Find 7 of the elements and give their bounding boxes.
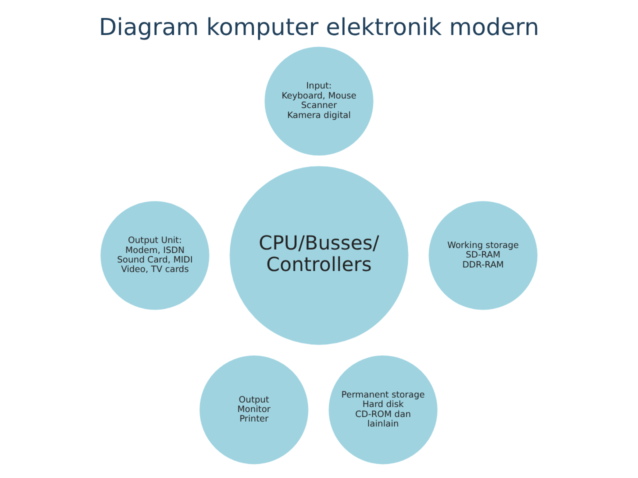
node-circle: Output Unit: Modem, ISDN Sound Card, MIDI Video, TV cards: [98, 198, 212, 313]
node-circle: Input: Keyboard, Mouse Scanner Kamera digital: [262, 44, 376, 158]
node-circle: Output Monitor Printer: [196, 352, 312, 468]
node-circle: Working storage SD-RAM DDR-RAM: [426, 198, 540, 313]
diagram-title: Diagram komputer elektronik modern: [98, 14, 540, 41]
node-circle: CPU/Busses/ Controllers: [226, 163, 412, 348]
node-circle: Permanent storage Hard disk CD-ROM dan lainlain: [326, 352, 440, 468]
